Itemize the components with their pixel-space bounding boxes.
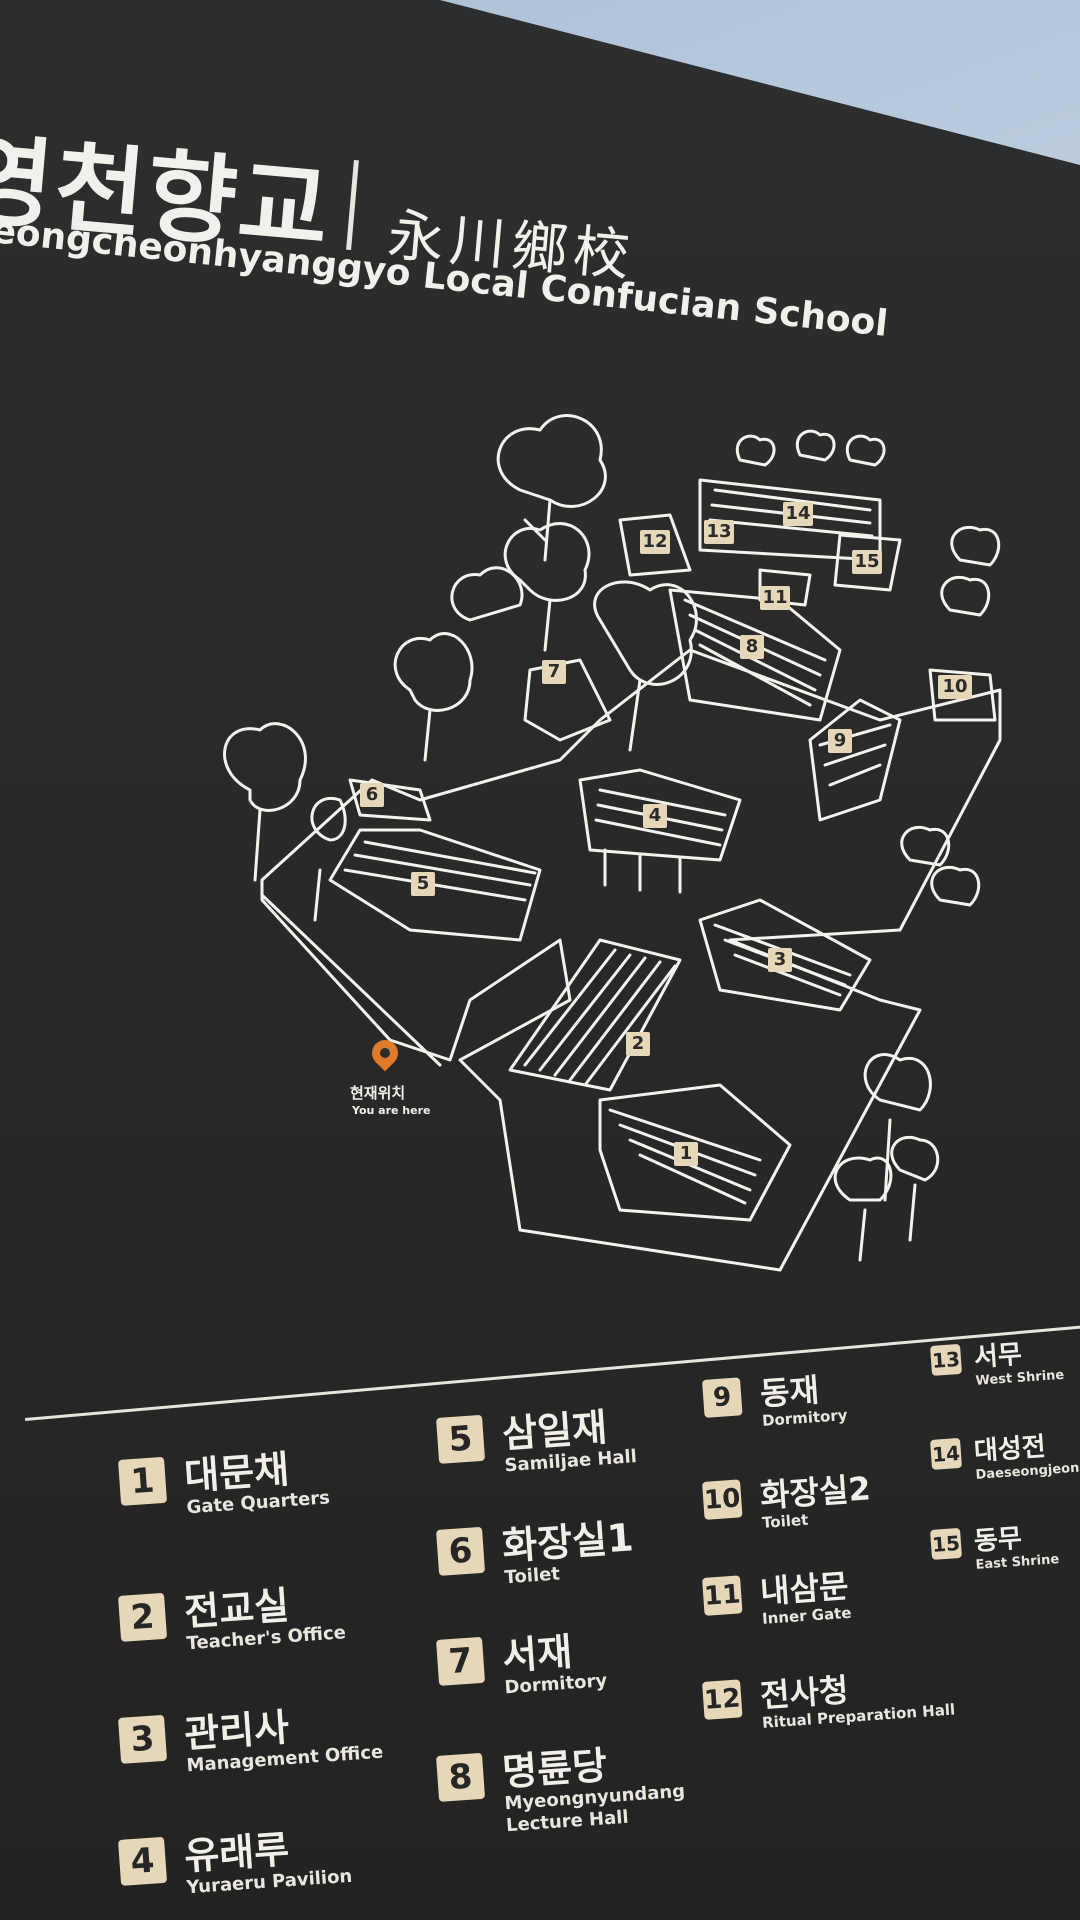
legend-number: 8 — [436, 1752, 486, 1802]
legend-korean: 동재 — [758, 1370, 821, 1413]
map-label-4: 4 — [643, 804, 667, 828]
legend-korean: 화장실2 — [758, 1469, 872, 1515]
legend-number: 12 — [702, 1679, 743, 1720]
legend-number: 10 — [702, 1479, 743, 1520]
legend-number: 11 — [702, 1575, 743, 1616]
you-are-here-english: You are here — [352, 1104, 431, 1117]
legend-korean: 화장실1 — [500, 1515, 635, 1569]
legend-number: 15 — [930, 1527, 963, 1560]
map-label-10: 10 — [938, 675, 972, 699]
legend-number: 1 — [118, 1456, 168, 1506]
legend-number: 3 — [118, 1714, 168, 1764]
map-label-5: 5 — [411, 872, 435, 896]
legend-number: 5 — [436, 1414, 486, 1464]
legend-number: 14 — [930, 1437, 963, 1470]
legend-number: 6 — [436, 1526, 486, 1576]
legend-number: 7 — [436, 1636, 486, 1686]
map-label-6: 6 — [360, 783, 384, 807]
legend-number: 4 — [118, 1836, 168, 1886]
map-label-9: 9 — [828, 729, 852, 753]
legend-korean: 서재 — [500, 1629, 574, 1679]
map-label-7: 7 — [542, 660, 566, 684]
legend-number: 9 — [702, 1377, 743, 1418]
legend-number: 2 — [118, 1592, 168, 1642]
map-label-15: 15 — [852, 550, 882, 574]
map-label-11: 11 — [760, 586, 790, 610]
map-label-12: 12 — [640, 530, 670, 554]
map-label-2: 2 — [626, 1032, 650, 1056]
map-label-13: 13 — [704, 520, 734, 544]
map-label-14: 14 — [783, 502, 813, 526]
map-label-8: 8 — [740, 635, 764, 659]
legend-english: Myeongnyundang Lecture Hall — [503, 1780, 686, 1837]
legend-number: 13 — [930, 1343, 963, 1376]
map-label-3: 3 — [768, 948, 792, 972]
map-label-1: 1 — [674, 1142, 698, 1166]
you-are-here-korean: 현재위치 — [350, 1084, 406, 1102]
